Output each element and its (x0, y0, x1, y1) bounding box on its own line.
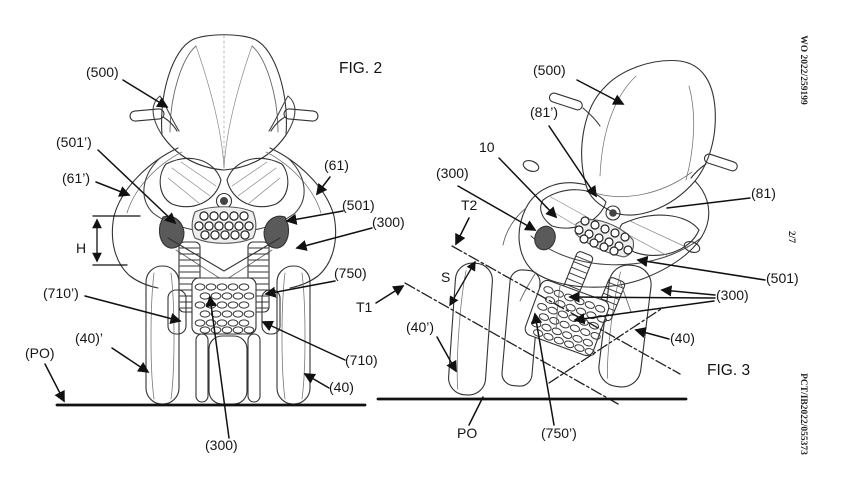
label-dim-H: H (76, 240, 87, 256)
axis-line-wheel (548, 308, 662, 384)
label-ref-40: (40) (329, 379, 354, 395)
label-ref-501: (501) (766, 270, 799, 286)
fig2-title: FIG. 2 (339, 60, 383, 77)
fig2-radiator (191, 277, 257, 335)
fig2-windshield (152, 34, 296, 171)
fig2-drawing (44, 34, 373, 439)
fig2-headlights (159, 157, 289, 208)
fig3-radiator (524, 279, 610, 357)
fig3-axis-lines (404, 245, 681, 405)
label-ref-300-right: (300) (716, 287, 749, 303)
label-ref-300-right: (300) (372, 214, 405, 230)
label-axis-T2: T2 (461, 197, 478, 213)
sheet-number: 2/7 (786, 230, 796, 244)
fig3-springs (562, 251, 626, 322)
fig3-turn-signals (522, 160, 701, 253)
label-ref-61-prime: (61’) (62, 170, 91, 186)
label-ref-81: (81) (751, 185, 776, 201)
label-ref-501: (501) (342, 197, 375, 213)
label-ref-710-prime: (710’) (43, 285, 79, 301)
fig2-springs (178, 241, 270, 313)
label-ref-500: (500) (86, 64, 119, 80)
label-ref-40-prime: (40)’ (75, 330, 104, 346)
label-ref-81-prime: (81’) (530, 104, 559, 120)
label-ref-750: (750) (334, 265, 367, 281)
axis-line-T1 (404, 282, 619, 405)
fig2-mirrors (129, 108, 319, 132)
label-ref-300-left: (300) (436, 165, 469, 181)
fig2-grille (191, 206, 257, 244)
label-ref-750-prime: (750’) (541, 425, 577, 441)
fig2-lower-cowl (167, 237, 281, 282)
fig2-leader-arrows (44, 79, 373, 439)
label-dim-S: S (441, 269, 451, 285)
label-axis-T1: T1 (356, 299, 373, 315)
label-ref-40: (40) (670, 330, 695, 346)
label-ref-61: (61) (324, 157, 349, 173)
label-ref-10: 10 (479, 139, 495, 155)
axis-line-T2 (451, 245, 681, 375)
fig3-drawing (375, 59, 766, 426)
fig2-fork-slider-left (167, 289, 187, 335)
fig3-fork-head (534, 225, 556, 251)
fig3-windshield (581, 59, 716, 216)
fig3-grille (574, 216, 635, 258)
label-ref-PO: PO (457, 425, 478, 441)
label-ref-300-bottom: (300) (205, 437, 238, 453)
fig3-mirrors (548, 92, 738, 179)
fig2-dimension-H (92, 215, 141, 266)
fig3-dimension-S (449, 260, 476, 307)
label-ref-501-prime: (501’) (56, 134, 92, 150)
fig3-title: FIG. 3 (707, 362, 751, 379)
label-ref-PO: (PO) (25, 345, 55, 361)
fig3-leader-arrows (375, 79, 766, 426)
publication-number: WO 2022/259199 (798, 35, 808, 105)
fig3-emblem (605, 205, 621, 221)
label-ref-40-prime: (40’) (406, 319, 435, 335)
label-ref-500: (500) (533, 62, 566, 78)
application-number: PCT/IB2022/055373 (798, 373, 808, 455)
label-ref-710: (710) (345, 352, 378, 368)
